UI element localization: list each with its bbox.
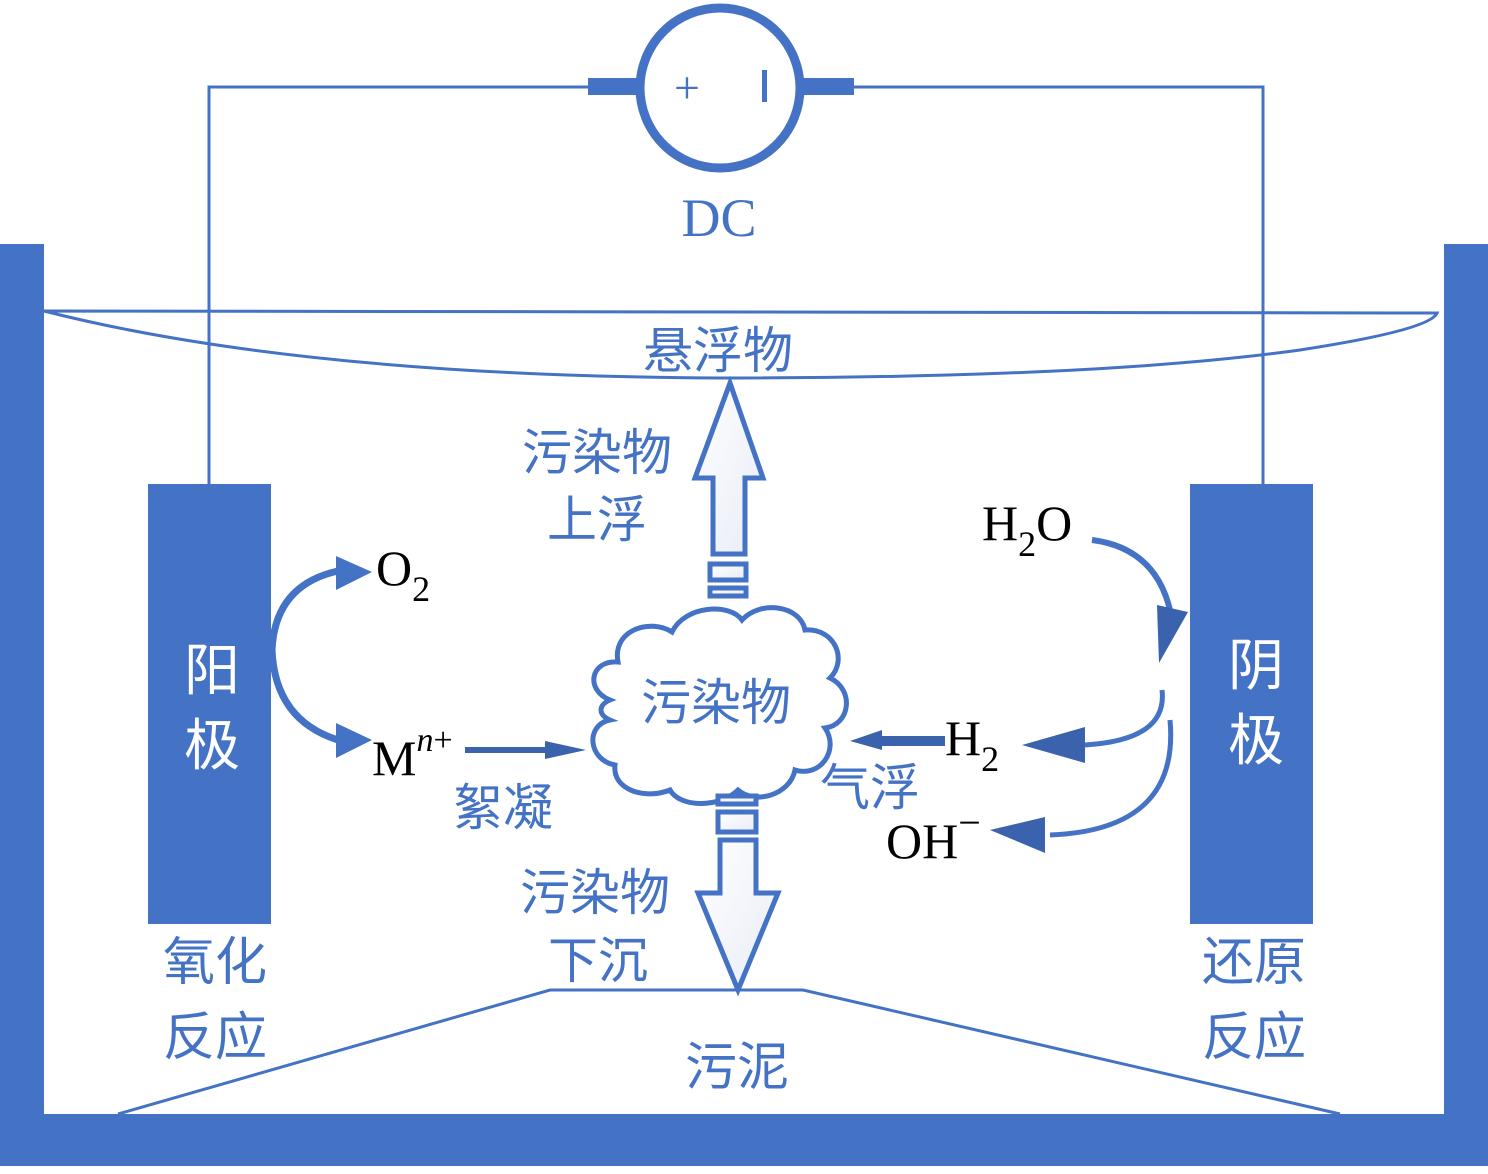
sludge-outline: [117, 988, 1341, 1116]
cathode-reactions: H2O H2 气浮 OH−: [820, 495, 1188, 869]
metal-ion-arrowhead-icon: [336, 723, 372, 758]
reduction-label-1: 还原: [1202, 933, 1306, 993]
anode-plate: [148, 484, 271, 924]
float-up-arrow: [691, 375, 767, 599]
flotation-label: 气浮: [820, 759, 920, 817]
dc-left-terminal: [588, 78, 644, 95]
sink-label-2: 下沉: [548, 932, 648, 990]
anode: 阳 极 氧化 反应: [148, 484, 271, 1068]
oxygen-formula: O2: [376, 540, 430, 609]
down-arrow-body: [694, 837, 782, 997]
dc-plus-sign: +: [674, 62, 700, 113]
dc-right-terminal: [796, 78, 854, 95]
hydrogen-formula: H2: [945, 710, 999, 779]
coagulation-arrow: [465, 741, 586, 759]
down-arrow-segment-1: [715, 793, 759, 807]
metal-ion-formula: Mn+: [372, 722, 453, 786]
sink-down-arrow: [694, 793, 782, 997]
anode-wire: [207, 85, 590, 484]
tank: [0, 244, 1488, 1166]
surface-label: 悬浮物: [643, 322, 793, 380]
cloud-label: 污染物: [641, 674, 791, 732]
surface-lens: [43, 309, 1440, 380]
flotation-arrow: [850, 730, 945, 750]
cloud-icon: [590, 605, 849, 806]
dc-power-supply: + DC: [588, 3, 854, 248]
dc-minus-sign: [762, 70, 767, 102]
float-up-label-2: 上浮: [547, 491, 647, 549]
o2-arrowhead-icon: [336, 556, 372, 590]
sink-label-1: 污染物: [520, 864, 670, 922]
sludge-pile: 污泥: [117, 988, 1341, 1116]
water-arrowhead-icon: [1157, 605, 1188, 663]
coagulation-label: 絮凝: [453, 779, 553, 837]
dc-label: DC: [681, 188, 756, 248]
anode-label-2: 极: [184, 714, 240, 779]
h2-arrowhead-icon: [1022, 727, 1085, 763]
cathode-label-1: 阴: [1228, 634, 1284, 699]
cathode-wire: [854, 85, 1265, 484]
tank-bottom: [0, 1114, 1488, 1166]
anode-label-1: 阳: [184, 639, 240, 704]
dc-source-circle: [635, 3, 805, 173]
cathode-plate: [1190, 484, 1313, 924]
oxidation-label-1: 氧化: [163, 933, 267, 993]
h2-curved-arrow: [1084, 689, 1165, 748]
tank-left-wall: [0, 244, 44, 1164]
hydroxide-formula: OH−: [886, 800, 981, 869]
up-arrow-body: [691, 375, 767, 557]
anode-reactions: O2 Mn+ 絮凝: [268, 540, 586, 837]
anode-curved-arrow: [268, 567, 340, 744]
circuit-wires: [207, 85, 1265, 484]
oxidation-label-2: 反应: [163, 1008, 267, 1068]
surface-layer: 悬浮物: [43, 309, 1440, 380]
water-formula: H2O: [982, 495, 1072, 564]
water-curved-arrow: [1091, 537, 1173, 611]
up-arrow-segment-2: [707, 585, 749, 599]
cathode-label-2: 极: [1228, 709, 1284, 774]
float-up-label-1: 污染物: [522, 424, 672, 482]
cathode: 阴 极 还原 反应: [1190, 484, 1313, 1068]
oh-curved-arrow: [1049, 719, 1174, 838]
pollutant-cloud: 污染物: [590, 605, 849, 806]
tank-right-wall: [1444, 244, 1488, 1164]
sludge-label: 污泥: [685, 1038, 789, 1098]
oh-arrowhead-icon: [990, 817, 1045, 853]
up-arrow-segment-1: [707, 561, 749, 583]
reduction-label-2: 反应: [1202, 1008, 1306, 1068]
down-arrow-segment-2: [715, 809, 759, 835]
